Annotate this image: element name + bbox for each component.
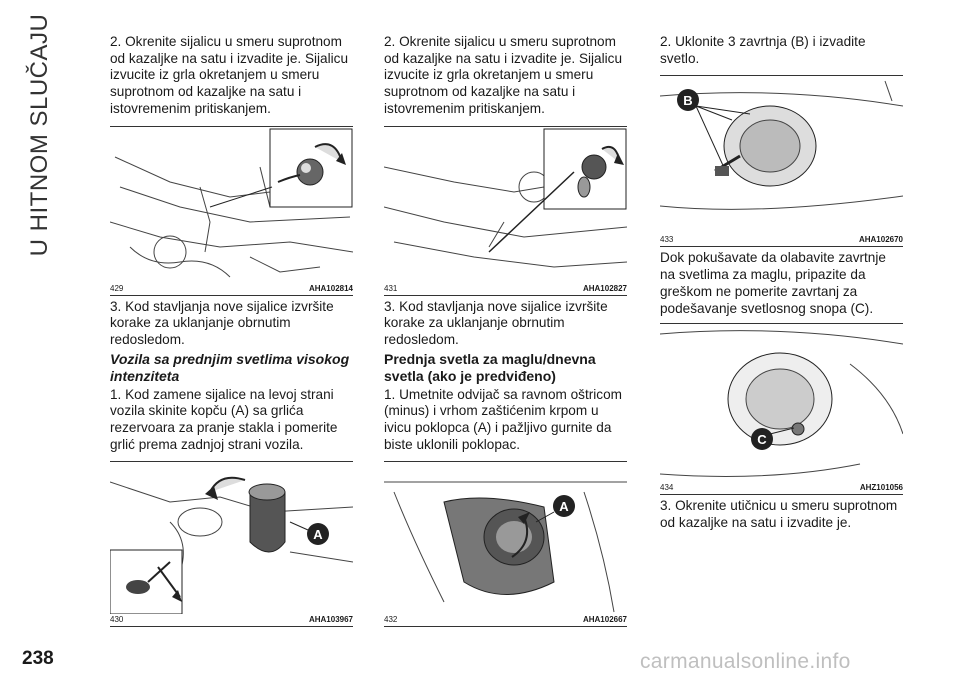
figure-number: 431 — [384, 283, 398, 293]
figure-430: A 430 AHA103967 — [110, 461, 353, 628]
column-1: 2. Okrenite sijalicu u smeru suprotnom o… — [110, 34, 353, 628]
callout-a: A — [559, 499, 569, 514]
col3-step-2: 2. Uklonite 3 zavrtnja (B) i izvadite sv… — [660, 34, 866, 66]
figure-code: AHA102667 — [582, 615, 627, 625]
col1-step-1: 1. Kod zamene sijalice na levoj strani v… — [110, 386, 338, 452]
figure-caption: 431 AHA102827 — [384, 283, 627, 295]
figure-caption: 434 AHZ101056 — [660, 482, 903, 494]
column-2: 2. Okrenite sijalicu u smeru suprotnom o… — [384, 34, 627, 628]
engine-bay-illustration — [110, 128, 353, 277]
col3-warning: Dok pokušavate da olabavite zavrtnje na … — [660, 250, 886, 316]
figure-code: AHA102827 — [582, 283, 627, 293]
figure-code: AHA102814 — [308, 283, 353, 293]
side-title-text: U HITNOM SLUČAJU — [26, 13, 53, 257]
watermark: carmanualsonline.info — [640, 650, 851, 673]
column-3: 2. Uklonite 3 zavrtnja (B) i izvadite sv… — [660, 34, 903, 532]
callout-a: A — [313, 527, 323, 542]
figure-number: 430 — [110, 615, 124, 625]
figure-number: 432 — [384, 615, 398, 625]
col2-step-3: 3. Kod stavljanja nove sijalice izvršite… — [384, 298, 608, 347]
callout-b: B — [683, 93, 692, 108]
side-section-title: U HITNOM SLUČAJU — [18, 14, 62, 257]
figure-number: 429 — [110, 283, 124, 293]
col1-step-3: 3. Kod stavljanja nove sijalice izvršite… — [110, 298, 334, 347]
figure-caption: 430 AHA103967 — [110, 614, 353, 626]
figure-code: AHZ101056 — [859, 483, 903, 493]
figure-code: AHA102670 — [858, 235, 903, 245]
figure-number: 434 — [660, 483, 674, 493]
callout-c: C — [757, 432, 767, 447]
washer-filler-illustration: A — [110, 477, 353, 615]
figure-432: A 432 AHA102667 — [384, 461, 627, 628]
col2-step-1: 1. Umetnite odvijač sa ravnom oštricom (… — [384, 386, 622, 452]
figure-caption: 429 AHA102814 — [110, 283, 353, 295]
figure-caption: 432 AHA102667 — [384, 614, 627, 626]
fog-lamp-adjuster-illustration: C — [660, 330, 903, 478]
fog-lamp-cover-illustration: A — [384, 481, 627, 613]
figure-number: 433 — [660, 235, 674, 245]
figure-caption: 433 AHA102670 — [660, 234, 903, 246]
figure-431: 431 AHA102827 — [384, 125, 627, 296]
figure-429: 429 AHA102814 — [110, 125, 353, 296]
figure-434: C 434 AHZ101056 — [660, 323, 903, 496]
headlamp-bulb-illustration — [384, 128, 627, 268]
col1-heading: Vozila sa prednjim svetlima visokog inte… — [110, 350, 350, 384]
col2-heading: Prednja svetla za maglu/dnevna svetla (a… — [384, 350, 596, 384]
figure-433: B 433 AHA102670 — [660, 75, 903, 248]
col2-step-2: 2. Okrenite sijalicu u smeru suprotnom o… — [384, 34, 623, 116]
page-number: 238 — [22, 648, 54, 669]
figure-code: AHA103967 — [308, 615, 353, 625]
col3-step-3: 3. Okrenite utičnicu u smeru suprotnom o… — [660, 498, 898, 530]
fog-lamp-screws-illustration: B — [660, 81, 903, 211]
col1-step-2: 2. Okrenite sijalicu u smeru suprotnom o… — [110, 34, 349, 116]
